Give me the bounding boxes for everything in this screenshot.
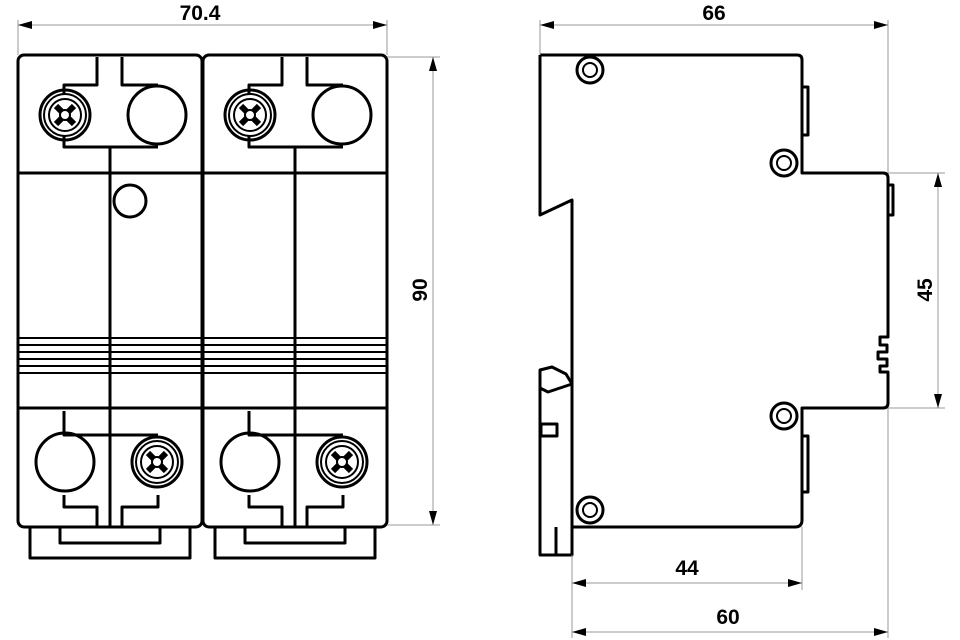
- rail-depth-label: 60: [716, 606, 739, 629]
- front-width-dimension: 70.4: [17, 2, 388, 55]
- depth-label: 66: [702, 2, 725, 25]
- width-label: 70.4: [180, 2, 221, 25]
- side-rail-depth-dimension: 60: [572, 408, 889, 638]
- front-height-label: 45: [914, 278, 937, 302]
- side-mid-depth-dimension: 44: [571, 527, 803, 638]
- pole-1: [18, 55, 202, 558]
- mid-depth-label: 44: [675, 557, 699, 580]
- pole-2: [203, 55, 387, 558]
- height-label: 90: [409, 278, 432, 301]
- front-view: [18, 55, 387, 558]
- front-height-dimension: 90: [387, 56, 440, 526]
- rivet-holes: [575, 55, 799, 525]
- side-view: [538, 53, 895, 557]
- side-front-height-dimension: 45: [888, 172, 945, 409]
- side-depth-dimension: 66: [539, 2, 889, 173]
- indicator-circle: [112, 183, 148, 219]
